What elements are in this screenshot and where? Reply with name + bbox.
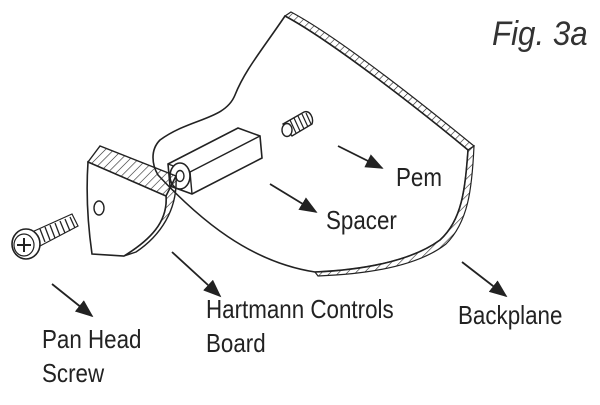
figure-title: Fig. 3a [492,15,588,53]
screw-label-line2: Screw [42,358,105,388]
leader-arrows [51,145,508,318]
board-label-line2: Board [206,328,266,358]
board-arrow [171,251,222,298]
pem-label: Pem [396,162,442,192]
board-part [86,145,177,257]
board-label-line1: Hartmann Controls [206,294,394,324]
board-label: Hartmann Controls Board [206,292,394,360]
screw-label-line1: Pan Head [42,324,142,354]
pem-part [281,111,314,138]
spacer-label: Spacer [326,205,397,235]
screw-arrow [51,283,94,318]
screw-label: Pan Head Screw [42,322,141,390]
backplane-label: Backplane [458,300,563,330]
backplane-part [152,11,476,277]
pem-arrow [337,145,384,169]
backplane-arrow [461,261,508,298]
pan-head-screw-part [11,213,79,260]
spacer-arrow [269,183,318,213]
